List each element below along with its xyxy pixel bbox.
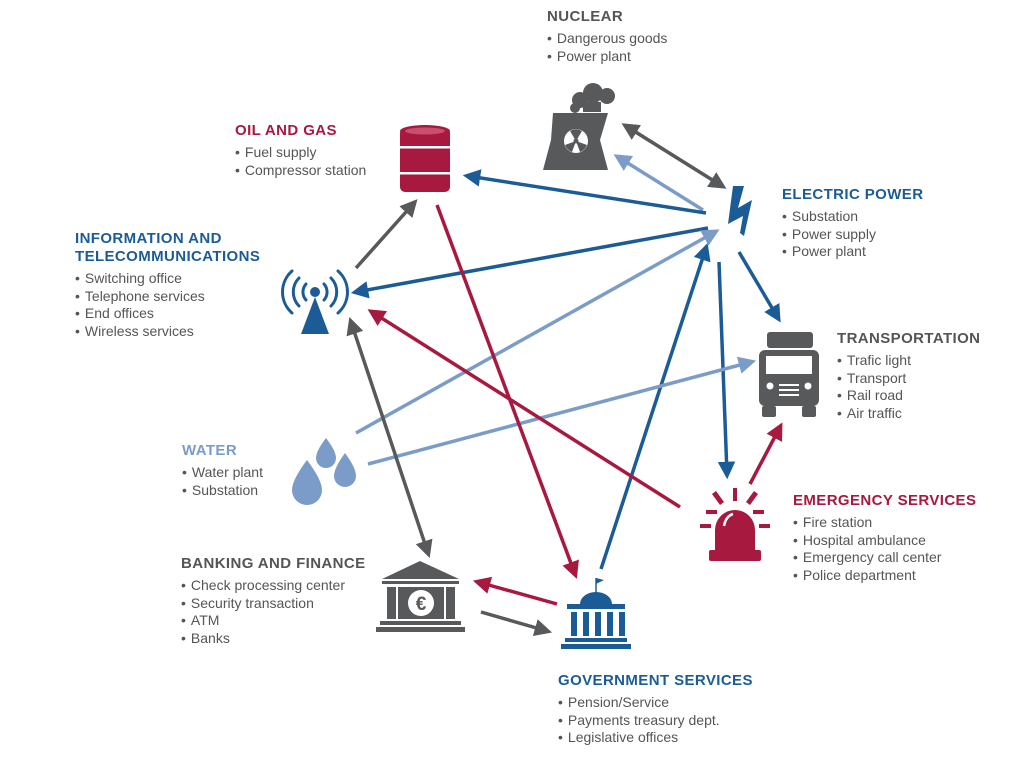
list-item: Telephone services: [75, 288, 260, 306]
list-item: Rail road: [837, 387, 980, 405]
node-title: TRANSPORTATION: [837, 330, 981, 347]
list-item: Hospital ambulance: [793, 532, 976, 550]
arrow-telecom-oil-gas: [354, 199, 418, 270]
arrow-electric-transportation: [737, 251, 781, 323]
list-item: Legislative offices: [558, 729, 753, 747]
node-title-line-2: TELECOMMUNICATIONS: [75, 248, 261, 265]
connection-arrows: [346, 123, 783, 637]
list-item: ATM: [181, 612, 366, 630]
node-items: Water plant Substation: [182, 464, 263, 499]
node-title: GOVERNMENT SERVICES: [558, 672, 753, 689]
node-items: Substation Power supply Power plant: [782, 208, 923, 261]
arrow-electric-oil-gas: [462, 169, 707, 215]
list-item: Wireless services: [75, 323, 260, 341]
node-items: Fire station Hospital ambulance Emergenc…: [793, 514, 976, 584]
bank-euro-icon: €: [376, 561, 465, 632]
list-item: Emergency call center: [793, 549, 976, 567]
node-title: EMERGENCY SERVICES: [793, 492, 977, 509]
government-building-icon: [561, 578, 631, 649]
list-item: Water plant: [182, 464, 263, 482]
truck-icon: [759, 332, 819, 417]
node-oil-gas: OIL AND GAS Fuel supply Compressor stati…: [235, 122, 366, 179]
list-item: Air traffic: [837, 405, 980, 423]
arrow-emergency-telecom: [367, 309, 681, 509]
oil-barrel-icon: [400, 125, 450, 192]
node-electric-power: ELECTRIC POWER Substation Power supply P…: [782, 186, 923, 261]
arrow-banking-government: [480, 610, 553, 637]
water-drops-icon: [292, 438, 356, 505]
node-title: NUCLEAR: [547, 8, 624, 25]
list-item: Payments treasury dept.: [558, 712, 753, 730]
node-water: WATER Water plant Substation: [182, 442, 263, 499]
arrow-electric-nuclear: [613, 154, 704, 212]
arrow-oil-gas-government: [435, 204, 579, 579]
list-item: Substation: [182, 482, 263, 500]
arrow-government-electric: [599, 243, 711, 570]
list-item: Power plant: [547, 48, 667, 66]
node-title: WATER: [182, 442, 238, 459]
node-items: Switching office Telephone services End …: [75, 270, 260, 340]
list-item: Dangerous goods: [547, 30, 668, 48]
node-transportation: TRANSPORTATION Trafic light Transport Ra…: [837, 330, 980, 422]
arrow-nuclear-electric: [621, 123, 727, 189]
list-item: Police department: [793, 567, 976, 585]
list-item: Compressor station: [235, 162, 366, 180]
list-item: Transport: [837, 370, 980, 388]
list-item: Trafic light: [837, 352, 980, 370]
list-item: Security transaction: [181, 595, 366, 613]
node-telecom: INFORMATION AND TELECOMMUNICATIONS Switc…: [75, 230, 260, 340]
list-item: Substation: [782, 208, 923, 226]
node-emergency-services: EMERGENCY SERVICES Fire station Hospital…: [793, 492, 976, 584]
lightning-bolt-icon: [728, 186, 752, 236]
arrow-electric-telecom: [350, 226, 709, 299]
list-item: Switching office: [75, 270, 260, 288]
list-item: Fire station: [793, 514, 976, 532]
arrow-emergency-transportation: [748, 422, 783, 485]
node-items: Check processing center Security transac…: [181, 577, 366, 647]
node-title: INFORMATION AND TELECOMMUNICATIONS: [75, 230, 260, 266]
arrow-telecom-banking: [346, 317, 433, 558]
list-item: Check processing center: [181, 577, 366, 595]
list-item: Power plant: [782, 243, 923, 261]
node-items: Trafic light Transport Rail road Air tra…: [837, 352, 980, 422]
siren-icon: [700, 488, 770, 561]
arrow-water-transportation: [367, 356, 757, 466]
list-item: End offices: [75, 305, 260, 323]
node-banking-finance: BANKING AND FINANCE Check processing cen…: [181, 555, 366, 647]
antenna-icon: [281, 269, 349, 334]
list-item: Banks: [181, 630, 366, 648]
node-title: OIL AND GAS: [235, 122, 337, 139]
list-item: Power supply: [782, 226, 923, 244]
node-items: Dangerous goods Power plant: [547, 30, 668, 66]
node-title: BANKING AND FINANCE: [181, 555, 366, 572]
list-item: Fuel supply: [235, 144, 366, 162]
svg-text:€: €: [416, 594, 427, 615]
node-government-services: GOVERNMENT SERVICES Pension/Service Paym…: [558, 672, 753, 747]
arrow-government-banking: [472, 576, 558, 606]
node-title: ELECTRIC POWER: [782, 186, 924, 203]
arrow-water-electric: [355, 229, 720, 435]
nuclear-plant-icon: [543, 83, 615, 170]
node-items: Fuel supply Compressor station: [235, 144, 366, 179]
node-nuclear: NUCLEAR Dangerous goods Power plant: [547, 8, 667, 65]
node-title-line-1: INFORMATION AND: [75, 230, 222, 247]
list-item: Pension/Service: [558, 694, 753, 712]
node-items: Pension/Service Payments treasury dept. …: [558, 694, 753, 747]
